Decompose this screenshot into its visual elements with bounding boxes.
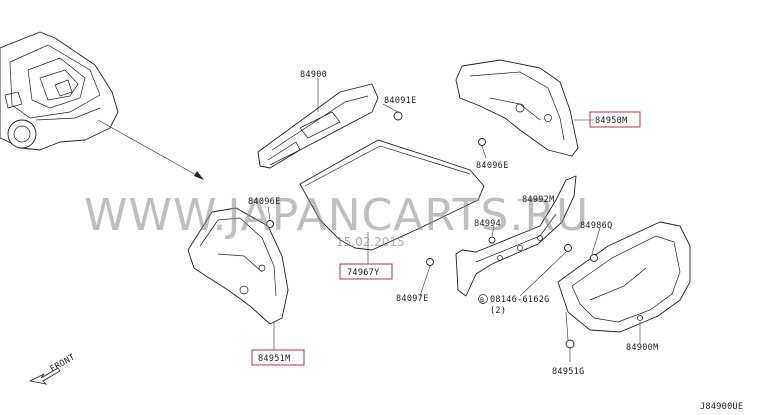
part-74967y-floor-mat: [299, 139, 485, 251]
diagram-code: J84900UE: [700, 402, 743, 412]
label-84096e-left: 84096E: [248, 197, 281, 207]
highlight-74967y: [339, 263, 393, 280]
label-84951g: 84951G: [552, 367, 585, 377]
watermark: WWW.JAPANCARTS.RU 15.02.2015: [84, 190, 589, 249]
watermark-text: WWW.JAPANCARTS.RU: [84, 190, 589, 241]
label-74967y: 74967Y: [347, 268, 380, 278]
label-84950m: 84950M: [595, 116, 628, 126]
label-84992m: 84992M: [522, 195, 555, 205]
front-arrow-icon: [28, 367, 61, 385]
highlight-84951m: [251, 349, 305, 366]
callout-arrow: [97, 119, 204, 180]
label-84951m: 84951M: [258, 354, 291, 364]
label-84994: 84994: [474, 219, 501, 229]
fasteners: [266, 111, 598, 349]
part-84951m-side-trim: [187, 207, 289, 325]
label-08146-qty: (2): [490, 306, 506, 316]
bolt-symbol-icon: [478, 294, 488, 304]
part-84992m-sill-plate: [455, 175, 577, 297]
vehicle-rear-illustration: [0, 31, 119, 151]
front-label: FRONT: [49, 352, 77, 374]
label-84900m: 84900M: [626, 343, 659, 353]
front-direction-indicator: FRONT: [28, 352, 77, 385]
leader-lines: [267, 78, 641, 362]
label-84091e: 84091E: [384, 96, 417, 106]
part-84950m-side-trim: [455, 59, 579, 157]
label-84097e: 84097E: [396, 294, 429, 304]
svg-text:B: B: [480, 296, 484, 304]
part-84900-trunk-board: [257, 83, 379, 169]
label-84986q: 84986Q: [580, 221, 613, 231]
part-labels: 84900 84091E 84950M 84096E 84096E 74967Y…: [248, 70, 659, 377]
label-08146: 08146-6162G: [490, 295, 550, 305]
label-84096e-right: 84096E: [476, 161, 509, 171]
watermark-date: 15.02.2015: [336, 235, 405, 249]
part-84900m-lid-trim: [557, 221, 691, 333]
label-84900: 84900: [300, 70, 327, 80]
highlight-84950m: [589, 111, 641, 128]
